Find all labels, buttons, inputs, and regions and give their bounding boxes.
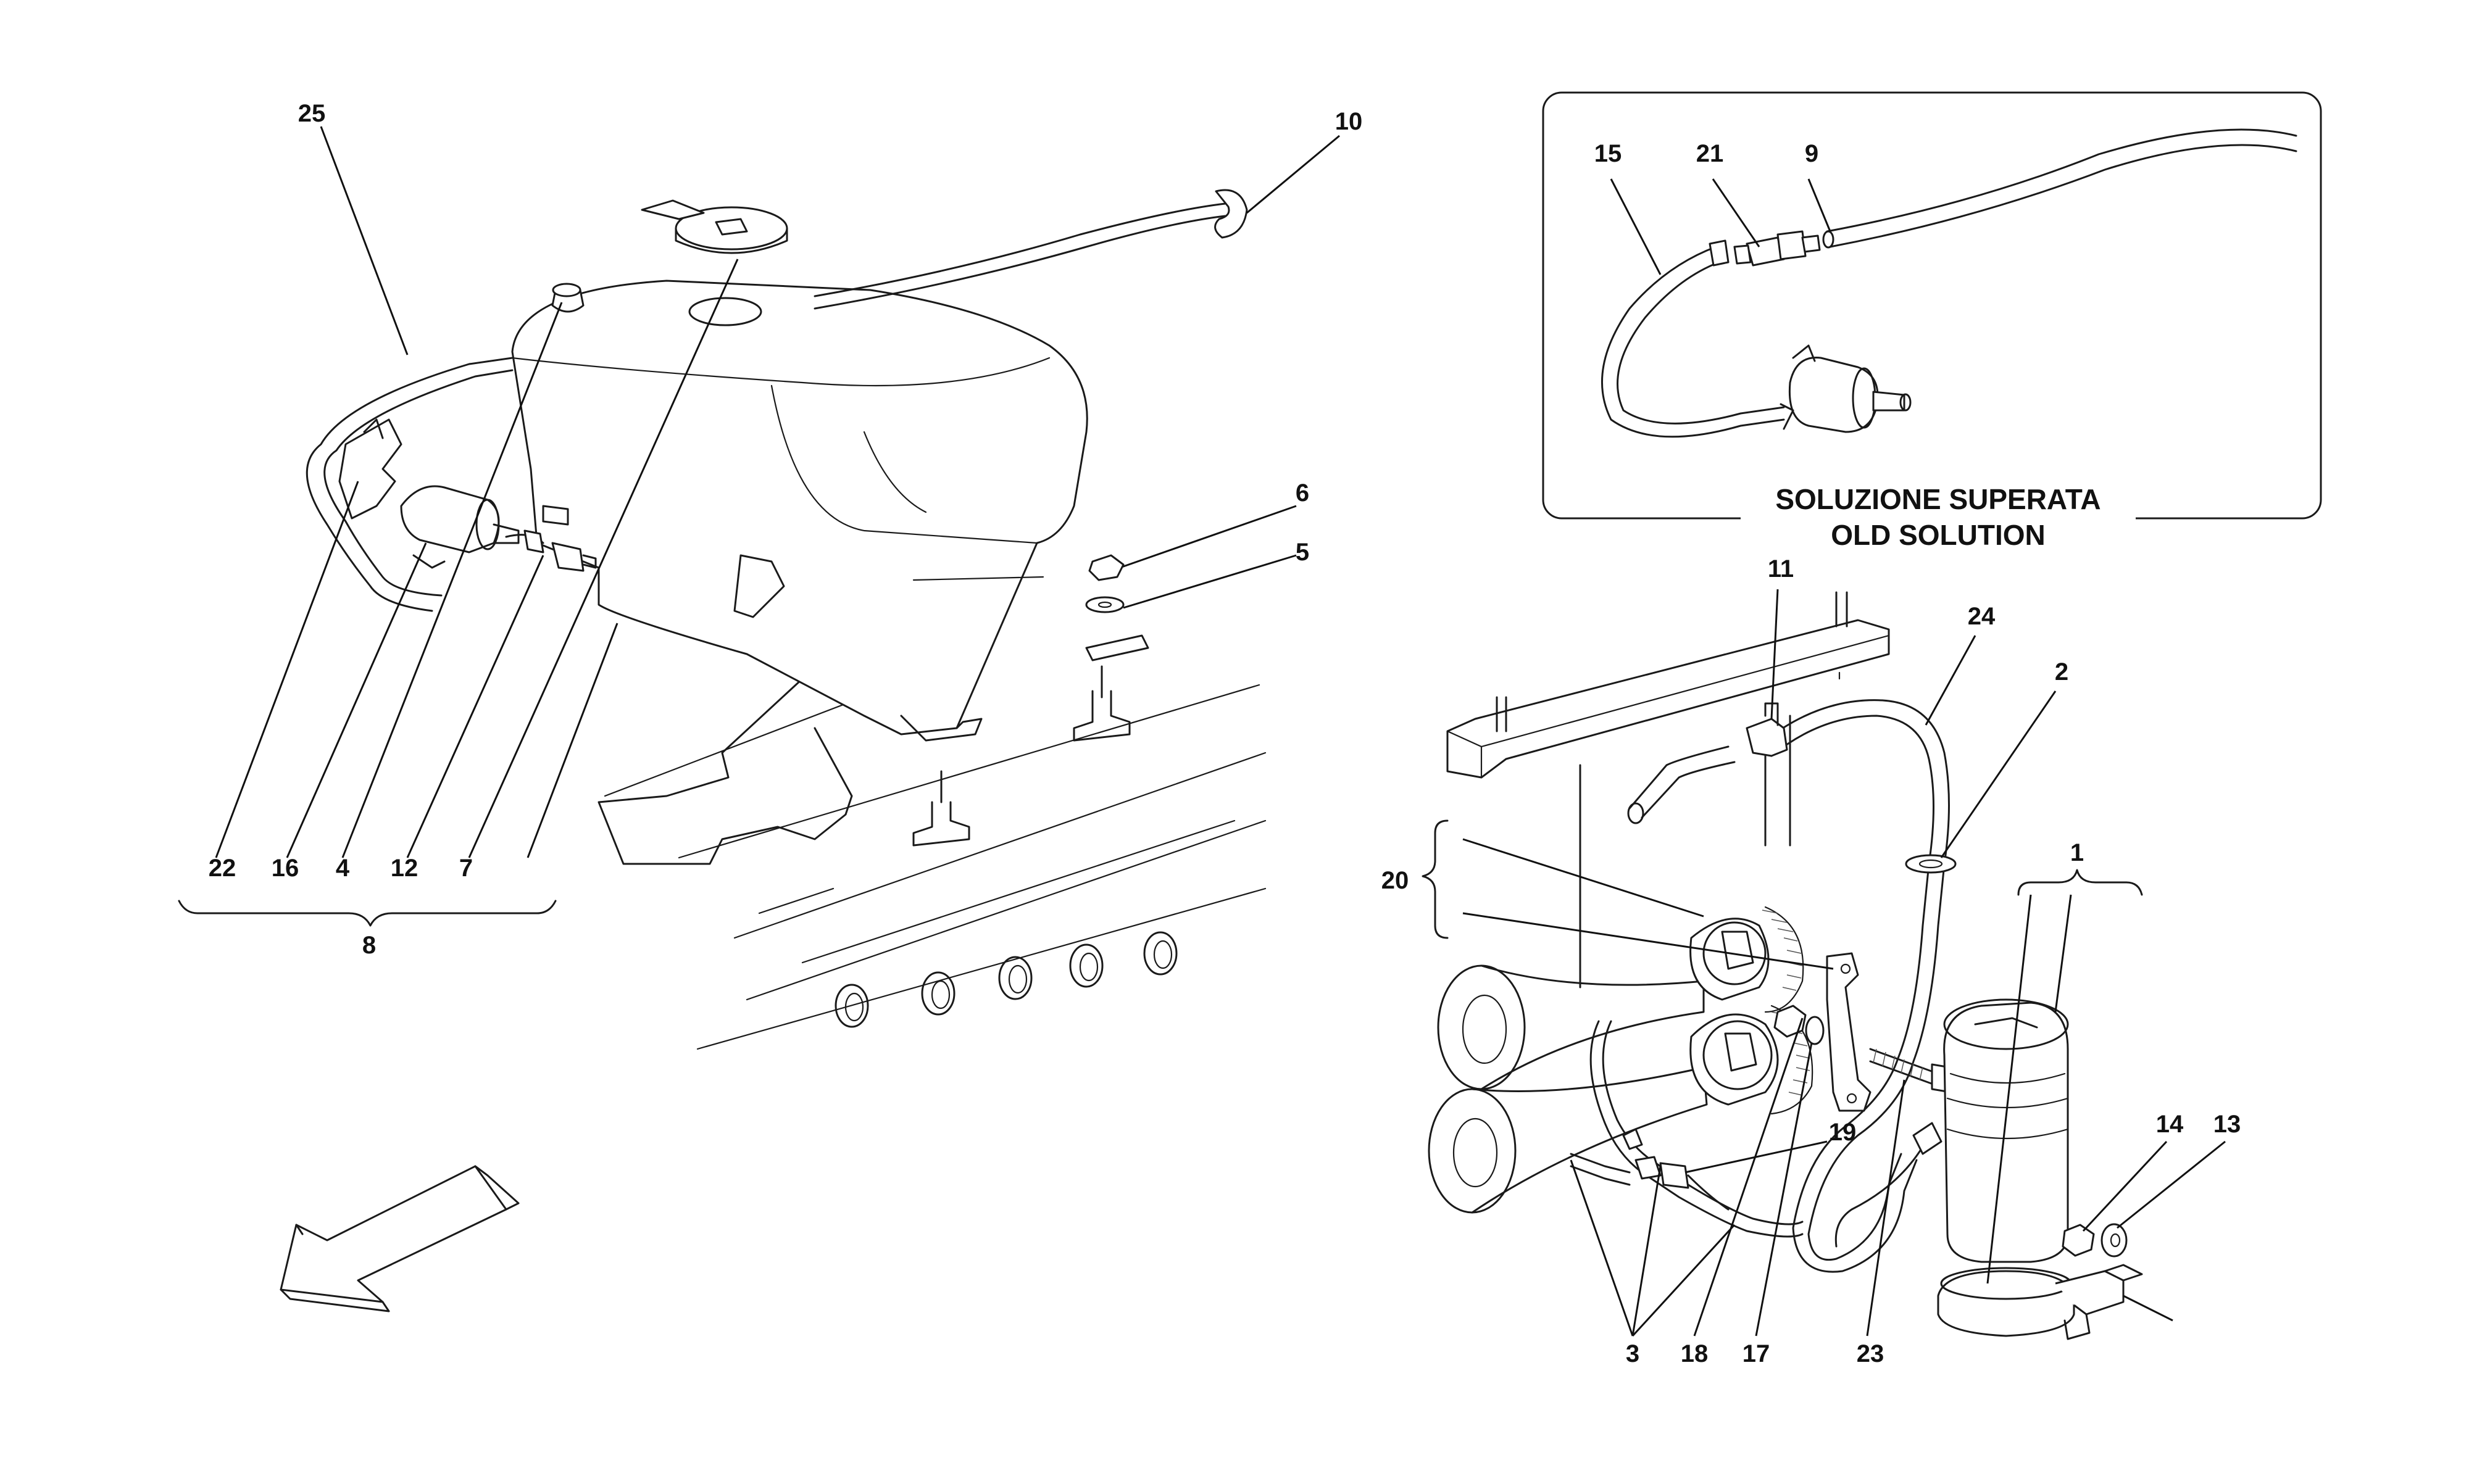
- assembly-brace-20: [1422, 819, 1449, 939]
- clamp-11: [1746, 702, 1788, 757]
- callout-labels: 25 10 6 5 22 16 4 12 7 8 15 21 9 11 24 2…: [209, 100, 2241, 1367]
- horn-mounting-plate: [1446, 591, 1890, 989]
- inset-caption-line1: SOLUZIONE SUPERATA: [1775, 483, 2101, 515]
- callout-3: 3: [1626, 1340, 1639, 1367]
- plug-cap: [551, 283, 585, 313]
- callout-13: 13: [2213, 1111, 2241, 1138]
- hose-24: [1764, 699, 1950, 1261]
- callout-11: 11: [1768, 555, 1794, 582]
- callout-14: 14: [2156, 1111, 2184, 1138]
- nut-6: [1088, 554, 1125, 581]
- hose-9: [1826, 128, 2297, 233]
- callout-10: 10: [1335, 108, 1363, 135]
- hose-25: [306, 357, 514, 612]
- horn-lower: [1428, 1005, 1813, 1214]
- horn-assembly: [1422, 589, 2226, 1340]
- leader-lines-left: [215, 126, 1340, 858]
- callout-21: 21: [1696, 140, 1724, 167]
- washer-pump: [338, 418, 597, 572]
- old-washer-pump: [1780, 344, 1912, 433]
- washer-tank-assembly: [178, 126, 1340, 1050]
- hose-clip-10: [1214, 189, 1248, 239]
- horn-upper: [1437, 906, 1804, 1090]
- callout-7: 7: [459, 855, 473, 882]
- assembly-bracket-8: [178, 900, 557, 927]
- callout-5: 5: [1296, 539, 1309, 566]
- front-direction-arrow-icon: [280, 1165, 520, 1312]
- filler-cap: [641, 199, 788, 254]
- rail-holes: [835, 931, 1178, 1028]
- nut-14: [2062, 1224, 2095, 1257]
- washer-5: [1085, 596, 1125, 613]
- callout-25: 25: [298, 100, 326, 127]
- connector-21: [1733, 230, 1821, 267]
- assembly-bracket-1: [2017, 869, 2143, 896]
- horn-bracket: [1826, 952, 1872, 1112]
- inset-caption-line2: OLD SOLUTION: [1831, 519, 2046, 551]
- callout-22: 22: [209, 855, 236, 882]
- callout-8: 8: [362, 932, 376, 959]
- grommet-2: [1905, 854, 1957, 874]
- callout-24: 24: [1968, 603, 1996, 630]
- callout-23: 23: [1857, 1340, 1884, 1367]
- callout-18: 18: [1681, 1340, 1709, 1367]
- connector-19: [1622, 1128, 1643, 1150]
- compressor-clamp-band: [1937, 1264, 2143, 1340]
- washer-13: [2101, 1223, 2128, 1258]
- washer-tank: [511, 280, 1149, 742]
- callout-6: 6: [1296, 479, 1309, 507]
- leader-lines-right: [1462, 589, 2226, 1337]
- callout-1: 1: [2070, 839, 2084, 866]
- callout-2: 2: [2055, 658, 2068, 686]
- callout-15: 15: [1594, 140, 1622, 167]
- hose-10: [814, 202, 1226, 297]
- callout-19: 19: [1829, 1119, 1857, 1146]
- callout-9: 9: [1805, 140, 1818, 167]
- callout-12: 12: [391, 855, 418, 882]
- callout-20: 20: [1381, 867, 1409, 894]
- callout-16: 16: [272, 855, 299, 882]
- hose-15: [1601, 246, 1785, 438]
- old-solution-inset: SOLUZIONE SUPERATA OLD SOLUTION: [1542, 91, 2322, 551]
- callout-4: 4: [336, 855, 350, 882]
- body-frame-rails: [604, 653, 1267, 1050]
- horn-compressor: [1943, 998, 2069, 1263]
- rail-mount-brackets: [912, 665, 1131, 847]
- hose-elbow: [1628, 745, 1730, 810]
- callout-17: 17: [1742, 1340, 1770, 1367]
